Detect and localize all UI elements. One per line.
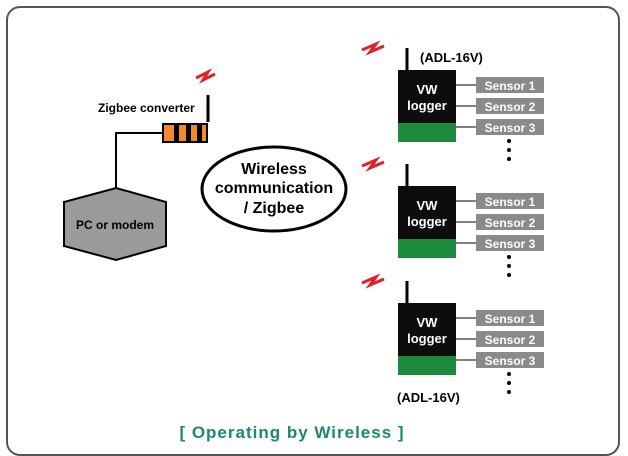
comm-line1: Wireless <box>241 161 307 178</box>
logger-3-sensor-3-box <box>476 352 544 368</box>
logger-2-sensor-3-label: Sensor 3 <box>485 237 536 251</box>
zigbee-converter <box>162 123 208 143</box>
comm-line2: communication <box>215 180 333 197</box>
logger-1-more-dot <box>507 148 511 152</box>
logger-3-label-line1: VW <box>417 315 439 330</box>
logger-3-more-dot <box>507 372 511 376</box>
logger-3-sensor-1-box <box>476 310 544 326</box>
logger-1-sensor-1-label: Sensor 1 <box>485 79 536 93</box>
logger-2-sensor-2-label: Sensor 2 <box>485 216 536 230</box>
logger-2-sensor-1-label: Sensor 1 <box>485 195 536 209</box>
logger-2-sensor-2-box <box>476 214 544 230</box>
logger-1-body <box>398 70 456 123</box>
logger-3-base <box>398 356 456 375</box>
logger-2-sensor-1-box <box>476 193 544 209</box>
comm-ellipse <box>200 145 348 233</box>
logger-2-base <box>398 239 456 258</box>
signal-icon <box>195 68 216 84</box>
logger-2-label-line2: logger <box>407 214 447 229</box>
comm-line3: / Zigbee <box>244 200 305 217</box>
pc-modem-box <box>63 186 167 262</box>
logger-2-more-dot <box>507 273 511 277</box>
pc-label: PC or modem <box>76 218 154 232</box>
cable <box>115 132 163 188</box>
wireless-diagram: Zigbee converter PC or modem Wireless co… <box>63 40 544 442</box>
logger-2-label-line1: VW <box>417 198 439 213</box>
converter-label: Zigbee converter <box>98 101 195 115</box>
logger-3-body <box>398 303 456 356</box>
logger-3-signal-icon <box>361 273 385 289</box>
logger-1-sensor-3-box <box>476 119 544 135</box>
logger-3-more-dot <box>507 381 511 385</box>
logger-1-label-line2: logger <box>407 98 447 113</box>
logger-1-signal-icon <box>361 40 385 56</box>
logger-1-more-dot <box>507 157 511 161</box>
logger-1-base <box>398 123 456 142</box>
logger-2-sensor-3-box <box>476 235 544 251</box>
logger-3-sensor-3-label: Sensor 3 <box>485 354 536 368</box>
logger-1-sensor-2-label: Sensor 2 <box>485 100 536 114</box>
logger-1-label-line1: VW <box>417 82 439 97</box>
logger-3-sensor-2-label: Sensor 2 <box>485 333 536 347</box>
logger-3-sensor-2-box <box>476 331 544 347</box>
model-label-bottom: (ADL-16V) <box>397 390 460 405</box>
logger-1-sensor-2-box <box>476 98 544 114</box>
logger-3-sensor-1-label: Sensor 1 <box>485 312 536 326</box>
logger-1-more-dot <box>507 139 511 143</box>
caption: [ Operating by Wireless ] <box>179 423 404 442</box>
logger-2-more-dot <box>507 255 511 259</box>
logger-2-signal-icon <box>361 156 385 172</box>
logger-1-sensor-1-box <box>476 77 544 93</box>
model-label-top: (ADL-16V) <box>420 50 483 65</box>
logger-3-more-dot <box>507 390 511 394</box>
logger-3-label-line2: logger <box>407 331 447 346</box>
logger-1-sensor-3-label: Sensor 3 <box>485 121 536 135</box>
logger-2-more-dot <box>507 264 511 268</box>
logger-2-body <box>398 186 456 239</box>
